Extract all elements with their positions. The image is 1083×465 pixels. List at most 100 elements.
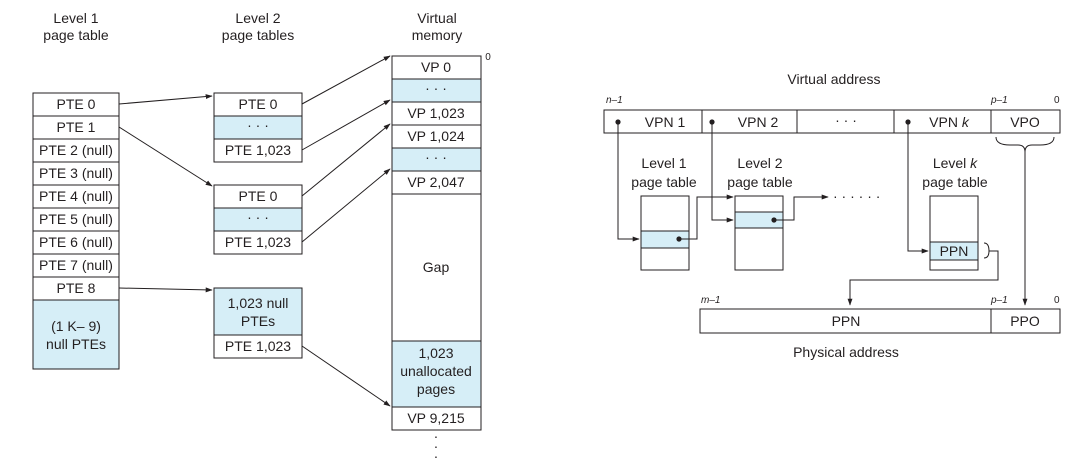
ppn-brace bbox=[983, 242, 990, 259]
level1-null-ptes-block bbox=[32, 299, 120, 370]
level1-title-line1: Level 1 bbox=[53, 10, 98, 26]
l1-table-title-1: Level 1 bbox=[641, 155, 686, 171]
vm-vp-9215-label: VP 9,215 bbox=[407, 410, 465, 426]
table-b-pte-0-label: PTE 0 bbox=[239, 188, 278, 204]
level1-pte-7-label: PTE 7 (null) bbox=[39, 257, 113, 273]
physical-address-register: PPN PPO bbox=[699, 308, 1061, 334]
vm-vp-0-label: VP 0 bbox=[421, 59, 451, 75]
arrow-ppn-to-physical bbox=[847, 250, 999, 306]
level1-pte-4-label: PTE 4 (null) bbox=[39, 188, 113, 204]
level2-title-line2: page tables bbox=[222, 27, 294, 43]
va-bit-zero: 0 bbox=[1054, 95, 1060, 106]
l1-table-title-2: page table bbox=[631, 174, 697, 190]
table-a-pte-1023-label: PTE 1,023 bbox=[225, 142, 291, 158]
arrow-table-a-to-vp1023 bbox=[301, 99, 391, 151]
vm-title-line1: Virtual bbox=[417, 10, 456, 26]
vm-gap-label: Gap bbox=[423, 259, 450, 275]
l2-table-box bbox=[734, 195, 784, 271]
vm-address-zero: 0 bbox=[485, 52, 491, 63]
arrow-table-a-to-vp0 bbox=[301, 55, 391, 105]
va-bit-p-minus-1: p–1 bbox=[990, 95, 1008, 106]
lk-ppn-entry bbox=[929, 241, 979, 261]
vm-unallocated-line3: pages bbox=[417, 381, 455, 397]
virtual-memory-column: 0 VP 0 · · · VP 1,023 VP 1,024 · · · VP … bbox=[391, 52, 491, 464]
table-c-pte-1023-label: PTE 1,023 bbox=[225, 338, 291, 354]
level1-pte-2-label: PTE 2 (null) bbox=[39, 142, 113, 158]
l2-table-title-1: Level 2 bbox=[737, 155, 782, 171]
table-c-null-line2: PTEs bbox=[241, 313, 275, 329]
virtual-address-bit-labels: n–1 p–1 0 bbox=[606, 95, 1060, 106]
l2-table-title-2: page table bbox=[727, 174, 793, 190]
pa-bit-zero: 0 bbox=[1054, 295, 1060, 306]
level2-table-a: PTE 0 · · · PTE 1,023 bbox=[213, 92, 303, 163]
vm-unallocated-line2: unallocated bbox=[400, 363, 472, 379]
level1-null-line1: (1 K– 9) bbox=[51, 318, 101, 334]
level1-pte-8-label: PTE 8 bbox=[57, 280, 96, 296]
va-bit-n-minus-1: n–1 bbox=[606, 95, 623, 106]
arrow-l1-to-l2 bbox=[679, 194, 734, 240]
level1-pte-5-label: PTE 5 (null) bbox=[39, 211, 113, 227]
pa-bit-p-minus-1: p–1 bbox=[990, 295, 1008, 306]
level1-pte-3-label: PTE 3 (null) bbox=[39, 165, 113, 181]
arrow-vpnk-to-lk bbox=[907, 122, 929, 254]
arrow-vpn1-to-l1 bbox=[617, 122, 640, 242]
vm-unallocated-line1: 1,023 bbox=[418, 345, 453, 361]
level2-title-line1: Level 2 bbox=[235, 10, 280, 26]
translation-arrows: · · · · · · bbox=[617, 122, 1055, 306]
virtual-memory-title: Virtual memory bbox=[412, 10, 463, 43]
vm-vp-9215 bbox=[391, 406, 482, 431]
multilevel-arrows bbox=[118, 55, 391, 407]
virtual-address-label: Virtual address bbox=[787, 71, 880, 87]
vm-ellipsis-2-label: · · · bbox=[425, 149, 447, 165]
physical-address-bit-labels: m–1 p–1 0 bbox=[701, 295, 1060, 306]
translation-table-titles: Level 1 page table Level 2 page table Le… bbox=[631, 155, 988, 190]
level1-pte-0-label: PTE 0 bbox=[57, 96, 96, 112]
vm-dot-3: · bbox=[434, 448, 439, 464]
arrow-table-b-to-vp1024 bbox=[301, 123, 391, 197]
vm-dot-1: · bbox=[434, 428, 439, 444]
pa-register-box bbox=[699, 308, 1061, 334]
arrow-table-b-to-vp2047 bbox=[301, 168, 391, 243]
vpn2-field: VPN 2 bbox=[738, 114, 779, 130]
level1-null-line2: null PTEs bbox=[46, 336, 106, 352]
vpo-field: VPO bbox=[1010, 114, 1040, 130]
arrow-pte1-to-table-b bbox=[118, 126, 213, 187]
level1-title: Level 1 page table bbox=[43, 10, 109, 43]
table-a-pte-1023 bbox=[213, 138, 303, 163]
multilevel-page-table-figure: Level 1 page table Level 2 page tables V… bbox=[32, 10, 491, 464]
ppn-field: PPN bbox=[832, 313, 861, 329]
vm-ellipsis-1-label: · · · bbox=[425, 80, 447, 96]
walk-ellipsis: · · · · · · bbox=[833, 188, 880, 204]
arrow-l2-to-next bbox=[774, 194, 829, 221]
va-register-box bbox=[603, 109, 1061, 134]
ppo-field: PPO bbox=[1010, 313, 1040, 329]
table-a-pte-0-label: PTE 0 bbox=[239, 96, 278, 112]
lk-table-title-1: Level k bbox=[933, 155, 978, 171]
arrow-vpn2-to-l2 bbox=[711, 122, 734, 223]
lk-table-title-2: page table bbox=[922, 174, 988, 190]
level1-pte-1-label: PTE 1 bbox=[57, 119, 96, 135]
va-ellipsis-field: · · · bbox=[835, 112, 857, 128]
level2-table-c: 1,023 null PTEs PTE 1,023 bbox=[213, 287, 303, 359]
table-c-null-line1: 1,023 null bbox=[228, 295, 289, 311]
vm-continuation-dots: · · · bbox=[434, 428, 439, 464]
level1-translation-table bbox=[640, 195, 690, 271]
table-b-pte-1023 bbox=[213, 230, 303, 255]
vpn1-field: VPN 1 bbox=[645, 114, 686, 130]
pa-bit-m-minus-1: m–1 bbox=[701, 295, 720, 306]
address-translation-figure: Virtual address n–1 p–1 0 VPN 1 VPN 2 · … bbox=[603, 71, 1061, 360]
vm-vp-1023-label: VP 1,023 bbox=[407, 105, 465, 121]
level2-title: Level 2 page tables bbox=[222, 10, 294, 43]
lk-ppn-entry-label: PPN bbox=[940, 243, 969, 259]
table-c-null-ptes bbox=[213, 287, 303, 336]
vm-unallocated-pages bbox=[391, 340, 482, 408]
table-a-ellipsis-label: · · · bbox=[247, 117, 269, 133]
level1-pte-6-label: PTE 6 (null) bbox=[39, 234, 113, 250]
vpo-brace bbox=[995, 136, 1055, 153]
vpnk-field: VPN k bbox=[929, 114, 970, 130]
virtual-address-register: VPN 1 VPN 2 · · · VPN k VPO bbox=[603, 109, 1061, 134]
level1-title-line2: page table bbox=[43, 27, 109, 43]
level2-table-b: PTE 0 · · · PTE 1,023 bbox=[213, 184, 303, 255]
vm-title-line2: memory bbox=[412, 27, 463, 43]
table-b-pte-1023-label: PTE 1,023 bbox=[225, 234, 291, 250]
